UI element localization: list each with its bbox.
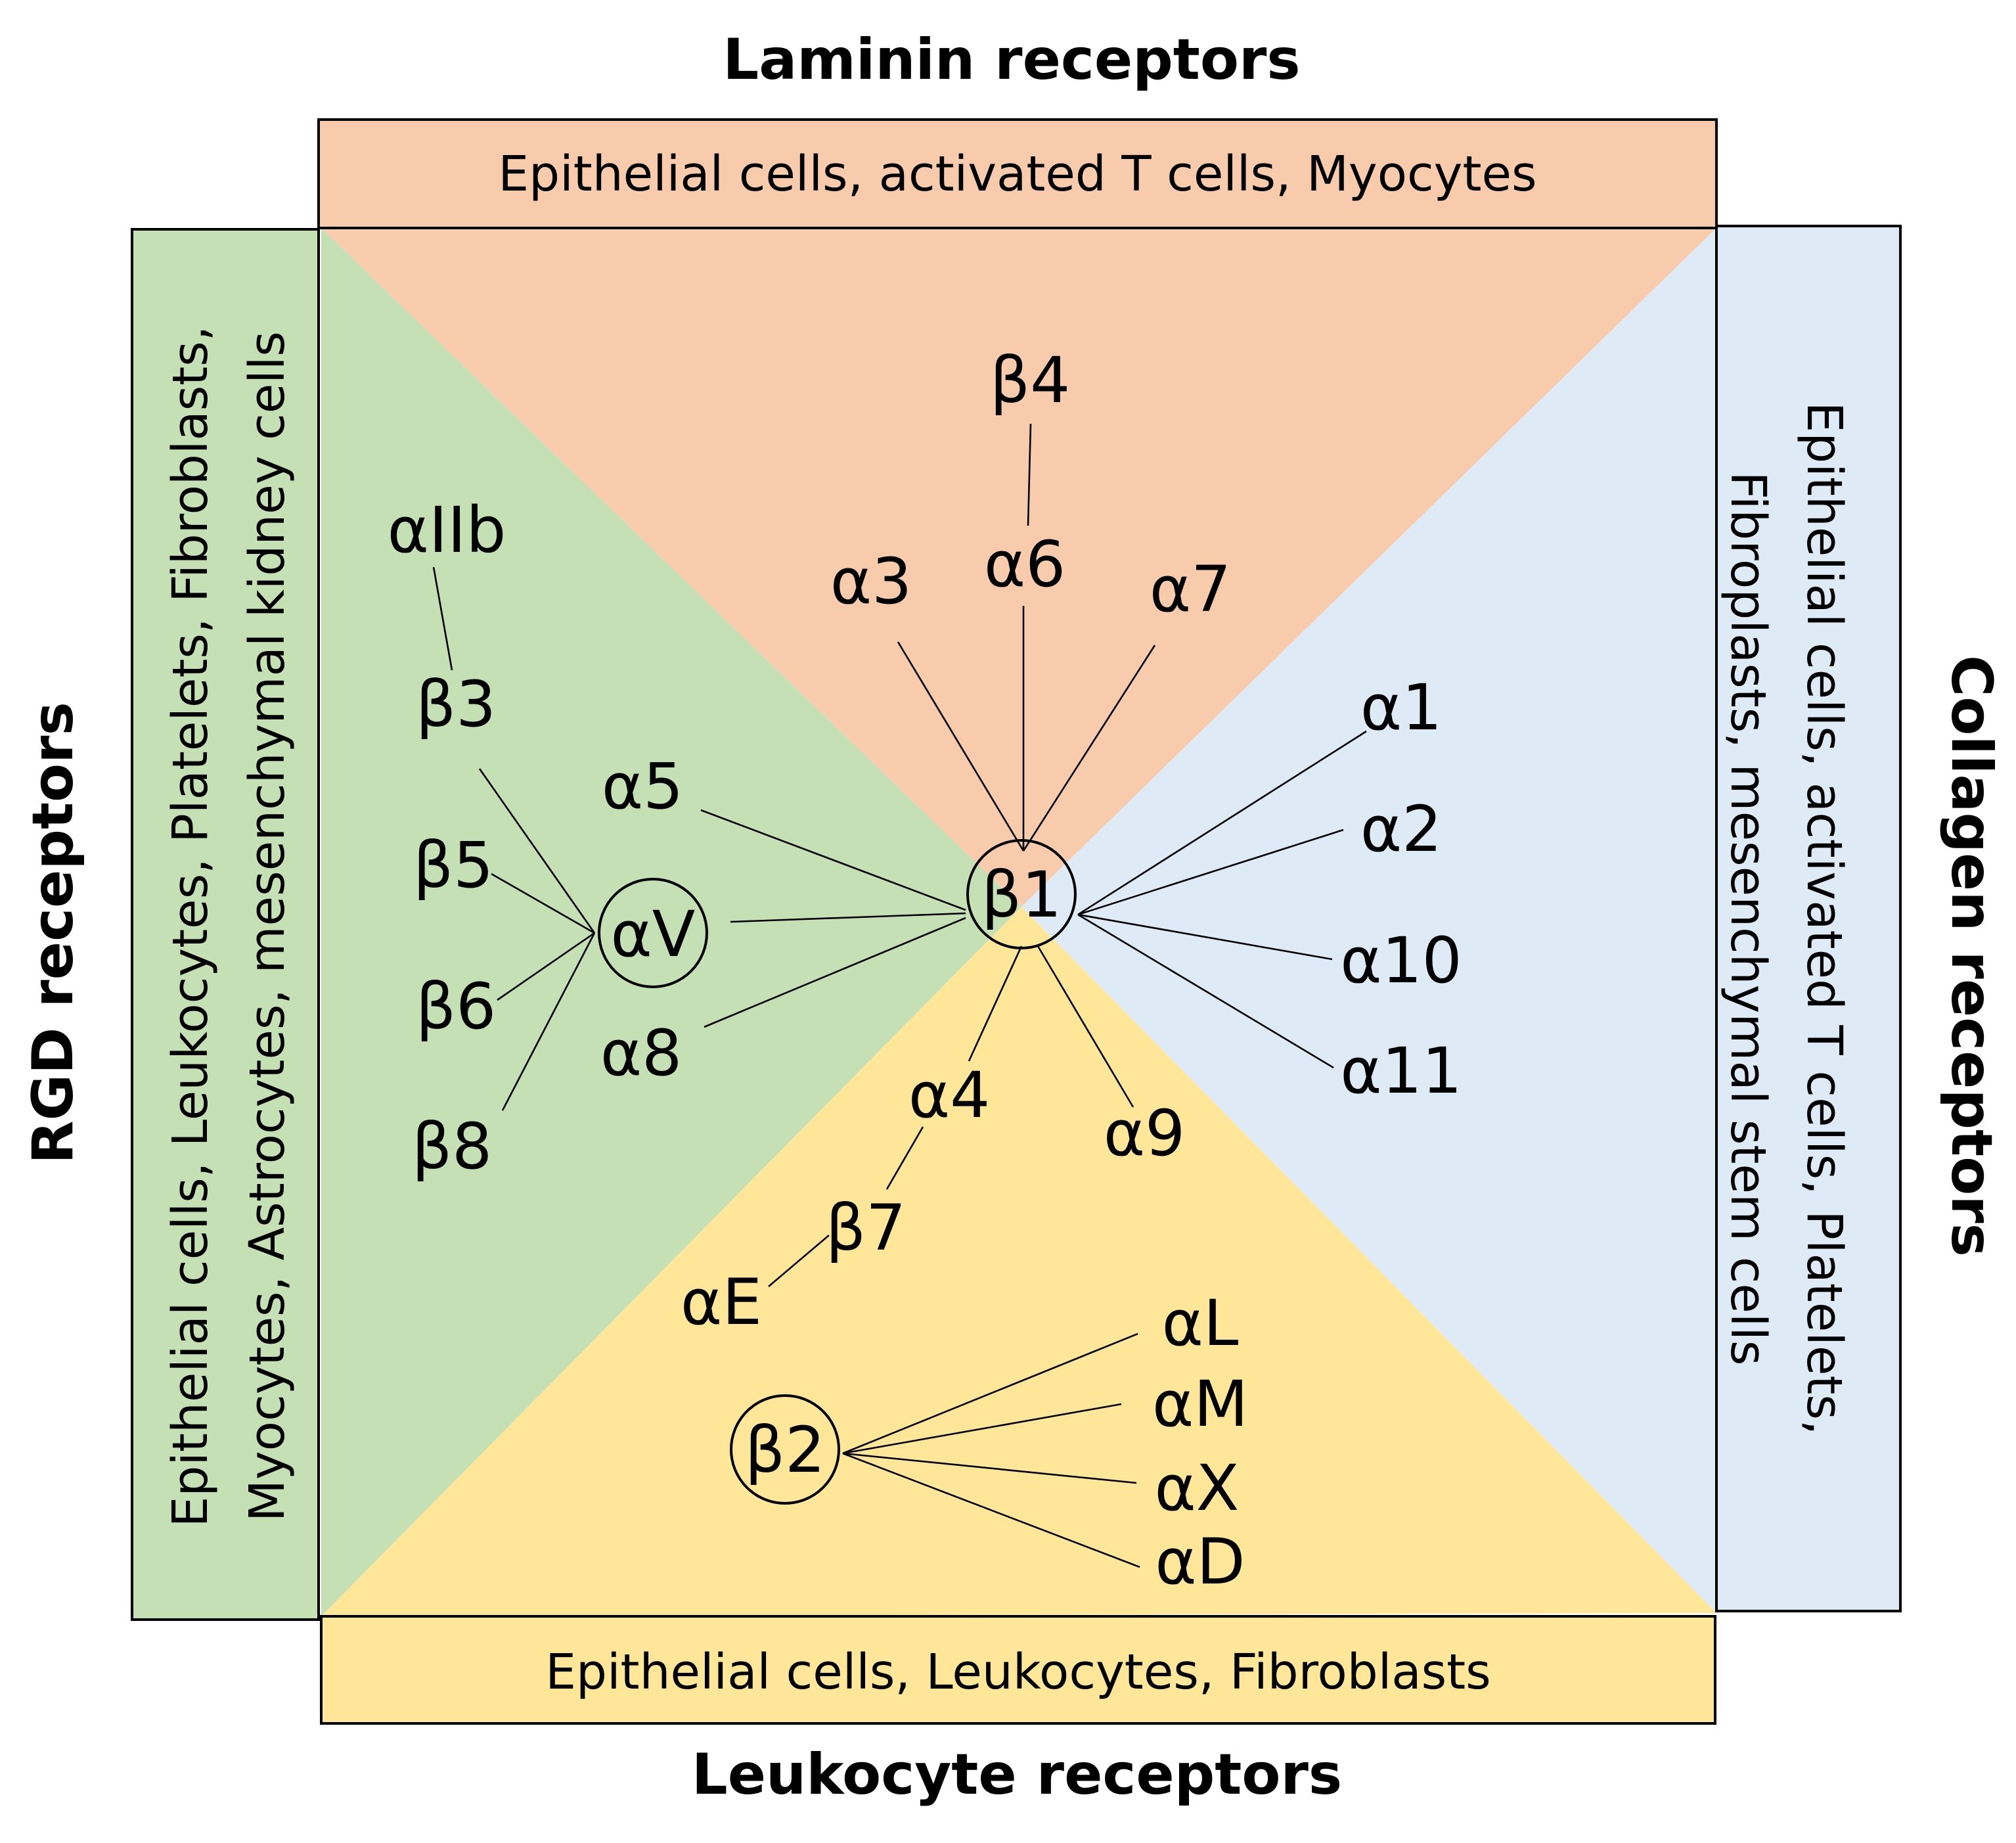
collagen-cell-band xyxy=(1715,225,1902,1612)
a9-label: α9 xyxy=(1104,1097,1185,1170)
laminin-title: Laminin receptors xyxy=(723,27,1300,93)
aM-label: αM xyxy=(1152,1367,1248,1441)
link-b2-aX xyxy=(842,1452,1137,1484)
collagen-cell-types-line-2: Fibroplasts, mesenchymal stem cells xyxy=(1720,472,1776,1366)
a7-label: α7 xyxy=(1150,553,1231,626)
link-b3-aV xyxy=(478,768,596,934)
rgd-title: RGD receptors xyxy=(20,702,86,1164)
rgd-quadrant xyxy=(321,228,1021,1616)
link-b1-a10 xyxy=(1077,913,1333,961)
a1-label: α1 xyxy=(1360,671,1442,744)
laminin-cell-band xyxy=(317,118,1718,229)
link-b8-aV xyxy=(501,932,596,1111)
a2-label: α2 xyxy=(1360,792,1442,866)
link-aIIb-b3 xyxy=(432,566,453,671)
aIIb-label: αIIb xyxy=(388,493,506,567)
link-b6-aV xyxy=(497,932,595,1001)
link-a8-b1 xyxy=(704,917,966,1028)
b8-label: β8 xyxy=(412,1110,492,1183)
b7-label: β7 xyxy=(826,1191,906,1265)
leukocyte-quadrant xyxy=(321,907,1716,1616)
connector-lines xyxy=(432,423,1367,1568)
link-b2-aD xyxy=(842,1452,1140,1568)
a11-label: α11 xyxy=(1340,1034,1462,1108)
collagen-title: Collagen receptors xyxy=(1938,655,2004,1257)
aV-hub-circle xyxy=(598,878,708,988)
a5-label: α5 xyxy=(602,750,683,823)
a6-label: α6 xyxy=(984,528,1065,601)
link-a4-b7 xyxy=(885,1126,924,1190)
rgd-cell-types-line-1: Epithelial cells, Leukocytes, Platelets,… xyxy=(162,326,219,1528)
leukocyte-title: Leukocyte receptors xyxy=(692,1742,1342,1808)
aV-hub-label: αV xyxy=(611,898,696,971)
b3-label: β3 xyxy=(416,668,496,741)
link-b2-aL xyxy=(842,1332,1138,1455)
a3-label: α3 xyxy=(830,545,912,618)
a10-label: α10 xyxy=(1340,924,1462,997)
link-b7-aE xyxy=(768,1235,830,1287)
link-a7-b1 xyxy=(1022,645,1156,852)
subunit-labels: β4 α3 α6 α7 α1 α2 α10 α11 α5 α8 α4 α9 β7… xyxy=(388,344,1462,1599)
aD-label: αD xyxy=(1155,1525,1245,1599)
aE-label: αE xyxy=(681,1265,762,1339)
b1-hub-label: β1 xyxy=(981,858,1062,932)
link-b4-a6 xyxy=(1027,423,1032,526)
leukocyte-cell-band xyxy=(320,1615,1716,1725)
a4-label: α4 xyxy=(908,1058,990,1132)
collagen-cell-types-line-1: Epithelial cells, activated T cells, Pla… xyxy=(1796,402,1852,1436)
link-b1-a11 xyxy=(1077,913,1334,1069)
link-b1-a2 xyxy=(1077,829,1344,916)
aX-label: αX xyxy=(1154,1451,1239,1525)
rgd-cell-band xyxy=(131,228,320,1621)
b4-label: β4 xyxy=(990,344,1070,417)
link-a5-b1 xyxy=(700,809,966,911)
link-b5-aV xyxy=(491,873,595,934)
link-a3-b1 xyxy=(897,641,1025,852)
b1-hub-circle xyxy=(966,839,1077,949)
laminin-cell-types: Epithelial cells, activated T cells, Myo… xyxy=(498,146,1536,202)
link-b2-aM xyxy=(842,1403,1122,1455)
link-b1-a9 xyxy=(1037,945,1134,1108)
b2-hub-label: β2 xyxy=(745,1413,825,1487)
link-aV-b1 xyxy=(730,912,966,923)
collagen-quadrant xyxy=(1021,228,1716,1613)
a8-label: α8 xyxy=(600,1016,682,1090)
b5-label: β5 xyxy=(413,829,493,902)
b6-label: β6 xyxy=(416,970,496,1043)
laminin-quadrant xyxy=(321,228,1716,907)
link-b1-a1 xyxy=(1077,730,1367,916)
rgd-cell-types-line-2: Myocytes, Astrocytes, mesenchymal kidney… xyxy=(239,331,296,1522)
aL-label: αL xyxy=(1162,1286,1239,1360)
leukocyte-cell-types: Epithelial cells, Leukocytes, Fibroblast… xyxy=(545,1644,1490,1700)
b2-hub-circle xyxy=(730,1394,840,1505)
link-b1-a4 xyxy=(968,945,1023,1062)
